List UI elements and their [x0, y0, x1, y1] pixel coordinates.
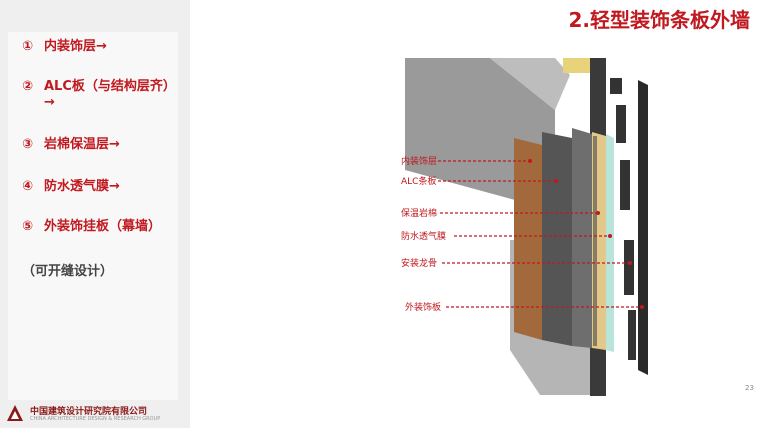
leader-dot	[528, 159, 532, 163]
bracket-piece	[624, 240, 634, 295]
structure-slab-edge	[490, 58, 570, 110]
bracket-piece	[628, 310, 636, 360]
item-number: ③	[22, 137, 34, 152]
logo-name: 中国建筑设计研究院有限公司	[30, 407, 148, 417]
leader-dot	[554, 179, 558, 183]
label-keel: 安装龙骨	[401, 257, 437, 269]
page-title: 2.轻型装饰条板外墙	[568, 8, 750, 32]
outer-cladding-panel	[638, 80, 648, 375]
list-item-4: ④ 防水透气膜→	[22, 178, 120, 195]
label-exterior-panel: 外装饰板	[405, 301, 441, 313]
leader-dot	[596, 211, 600, 215]
logo-mark-icon	[7, 405, 23, 421]
bracket-piece	[620, 160, 630, 210]
bracket-piece	[616, 105, 626, 143]
list-item-1: ① 内装饰层→	[22, 38, 107, 55]
layer-membrane	[606, 134, 614, 352]
label-interior-finish: 内装饰层	[401, 155, 437, 167]
leader-dot	[628, 261, 632, 265]
item-number: ①	[22, 39, 34, 54]
list-item-3: ③ 岩棉保温层→	[22, 136, 120, 153]
item-number: ②	[22, 79, 34, 94]
left-panel	[0, 0, 190, 428]
page-number: 23	[745, 384, 754, 392]
item-number: ⑤	[22, 219, 34, 234]
layer-alc-edge	[572, 128, 592, 348]
item-text: 岩棉保温层→	[44, 137, 120, 152]
note-text: （可开缝设计）	[22, 264, 114, 279]
company-logo: 中国建筑设计研究院有限公司 CHINA ARCHITECTURE DESIGN …	[6, 404, 206, 426]
leader-dot	[608, 234, 612, 238]
layer-interior-finish	[514, 138, 542, 340]
layer-alc-board	[542, 132, 572, 346]
item-text: 防水透气膜→	[44, 179, 120, 194]
label-alc-board: ALC条板	[401, 175, 436, 187]
label-membrane: 防水透气膜	[401, 230, 446, 242]
wall-section-diagram: 内装饰层 ALC条板 保温岩棉 防水透气膜 安装龙骨 外装饰板	[401, 58, 648, 396]
bracket-piece	[610, 78, 622, 94]
leader-dot	[640, 305, 644, 309]
label-rock-wool: 保温岩棉	[401, 207, 437, 219]
item-number: ④	[22, 179, 34, 194]
logo-subtitle: CHINA ARCHITECTURE DESIGN & RESEARCH GRO…	[30, 416, 161, 422]
item-text: ALC板（与结构层齐）	[44, 79, 176, 94]
item-text: 外装饰挂板（幕墙）	[44, 219, 162, 234]
list-item-5: ⑤ 外装饰挂板（幕墙）	[22, 218, 161, 235]
list-item-2-continuation: →	[44, 95, 55, 110]
item-text: 内装饰层→	[44, 39, 107, 54]
list-item-2: ② ALC板（与结构层齐）	[22, 78, 176, 95]
panel-inner	[8, 32, 178, 400]
install-keel	[593, 136, 597, 346]
